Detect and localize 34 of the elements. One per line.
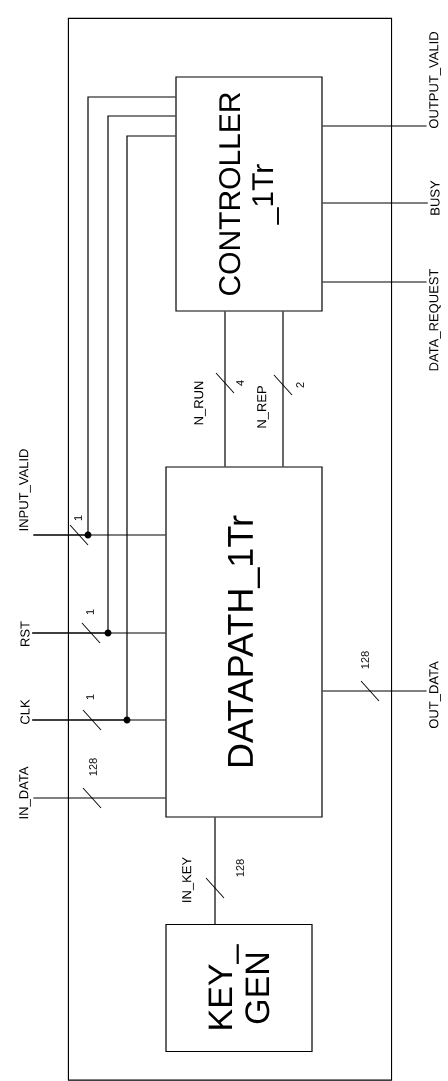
wire <box>32 797 166 799</box>
block-box: CONTROLLER _1Tr <box>175 76 323 312</box>
bus-width-label: 1 <box>74 515 82 521</box>
signal-label: N_RUN <box>194 381 206 425</box>
bus-width-label: 1 <box>86 694 94 700</box>
wire <box>322 281 428 283</box>
pin-label: CLK <box>20 699 30 724</box>
bus-width-label: 2 <box>296 382 304 388</box>
block-box: DATAPATH_1Tr <box>165 466 323 818</box>
bus-width-label: 1 <box>86 609 94 615</box>
bus-width-label: 128 <box>361 651 369 669</box>
wire <box>282 311 284 467</box>
pin-label: RST <box>20 621 30 646</box>
outer-frame <box>67 17 393 1081</box>
wire <box>31 135 176 721</box>
signal-label: IN_KEY <box>182 857 194 902</box>
pin-label: OUTPUT_VALID <box>429 32 441 129</box>
bus-width-label: 128 <box>236 859 244 877</box>
pin-label: INPUT_VALID <box>19 449 31 531</box>
pin-label: BUSY <box>430 180 440 215</box>
signal-label: N_REP <box>257 386 269 428</box>
pin-label: IN_DATA <box>19 766 31 819</box>
wire <box>32 96 176 536</box>
wire <box>322 690 428 692</box>
bus-width-label: 4 <box>236 380 244 386</box>
block-box: KEY_ GEN <box>165 923 313 1053</box>
wire <box>224 311 226 467</box>
wire <box>214 817 216 925</box>
pin-label: OUT_DATA <box>429 661 441 729</box>
bus-width-label: 128 <box>89 758 97 776</box>
wire <box>322 202 429 204</box>
wire <box>31 115 176 634</box>
pin-label: DATA_REQUEST <box>429 268 441 371</box>
wire <box>322 125 428 127</box>
